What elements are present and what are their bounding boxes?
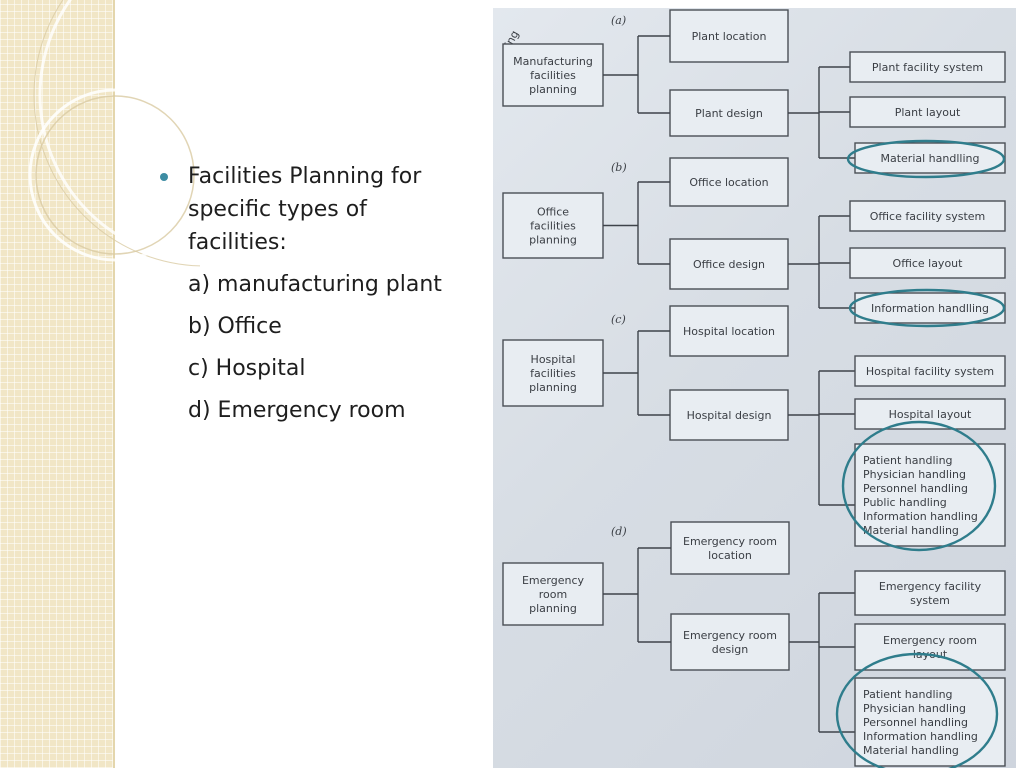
output-box bbox=[854, 623, 1006, 671]
output-box-label: Hospital layout bbox=[889, 408, 972, 421]
highlight-circle bbox=[841, 420, 997, 552]
location-box-label: Hospital location bbox=[683, 325, 775, 338]
output-box bbox=[849, 247, 1006, 279]
decorative-sidebar bbox=[0, 0, 114, 768]
output-box-label: Office facility system bbox=[870, 210, 986, 223]
root-box-label: Office bbox=[537, 206, 569, 219]
output-box-label: Material handling bbox=[863, 524, 959, 537]
location-box bbox=[669, 9, 789, 63]
root-box bbox=[502, 192, 604, 259]
output-box bbox=[854, 570, 1006, 616]
root-box-label: planning bbox=[529, 234, 577, 247]
output-box-label: Plant facility system bbox=[872, 61, 983, 74]
output-box-label: Emergency room bbox=[883, 634, 977, 647]
output-box-label: Information handling bbox=[863, 730, 978, 743]
root-box-label: planning bbox=[529, 381, 577, 394]
location-box-label: location bbox=[708, 549, 752, 562]
section-tag: (a) bbox=[611, 14, 626, 27]
output-box-label: Personnel handling bbox=[863, 482, 968, 495]
root-box bbox=[502, 339, 604, 407]
root-box-label: facilities bbox=[530, 69, 576, 82]
facilities-planning-diagram: Eng(a)ManufacturingfacilitiesplanningPla… bbox=[500, 9, 1006, 768]
section-tag: (d) bbox=[611, 525, 627, 538]
section-tag: (b) bbox=[611, 161, 627, 174]
output-box-label: Patient handling bbox=[863, 454, 953, 467]
output-box-label: Material handlling bbox=[881, 152, 980, 165]
highlight-circle bbox=[848, 288, 1006, 328]
content-text: Facilities Planning for specific types o… bbox=[160, 160, 460, 427]
design-box-label: Emergency room bbox=[683, 629, 777, 642]
output-box bbox=[854, 443, 1006, 547]
output-box-label: Information handling bbox=[863, 510, 978, 523]
location-box bbox=[669, 157, 789, 207]
output-box bbox=[854, 142, 1006, 174]
root-box bbox=[502, 43, 604, 107]
output-box-label: Information handlling bbox=[871, 302, 989, 315]
design-box-label: Hospital design bbox=[687, 409, 772, 422]
output-box-label: Physician handling bbox=[863, 702, 966, 715]
location-box bbox=[670, 521, 790, 575]
location-box-label: Office location bbox=[689, 176, 768, 189]
highlight-circle bbox=[846, 139, 1006, 179]
design-box-label: Plant design bbox=[695, 107, 763, 120]
design-box bbox=[670, 613, 790, 671]
output-box-label: Patient handling bbox=[863, 688, 953, 701]
design-box-label: Office design bbox=[693, 258, 765, 271]
output-box bbox=[849, 200, 1006, 232]
output-box bbox=[849, 51, 1006, 83]
output-box-label: Personnel handling bbox=[863, 716, 968, 729]
sub-list-item: b) Office bbox=[188, 314, 282, 339]
sub-list-item: d) Emergency room bbox=[188, 398, 406, 423]
root-box-label: facilities bbox=[530, 220, 576, 233]
bullet-dot-icon bbox=[160, 173, 168, 181]
location-box-label: Emergency room bbox=[683, 535, 777, 548]
output-box-label: Material handling bbox=[863, 744, 959, 757]
output-box-label: Physician handling bbox=[863, 468, 966, 481]
decorative-rings bbox=[28, 0, 200, 267]
output-box-label: system bbox=[910, 594, 950, 607]
location-box-label: Plant location bbox=[692, 30, 767, 43]
sub-list-item: c) Hospital bbox=[188, 356, 306, 381]
output-box bbox=[854, 355, 1006, 387]
bullet-text: Facilities Planning for specific types o… bbox=[188, 164, 422, 255]
sub-list-item: a) manufacturing plant bbox=[188, 272, 442, 297]
root-box-label: Emergency bbox=[522, 574, 585, 587]
bullet-item: Facilities Planning for specific types o… bbox=[160, 160, 460, 259]
location-box bbox=[669, 305, 789, 357]
design-box bbox=[669, 238, 789, 290]
root-box-label: facilities bbox=[530, 367, 576, 380]
highlight-circle bbox=[835, 652, 999, 768]
output-box-label: Office layout bbox=[893, 257, 964, 270]
output-box-label: Plant layout bbox=[895, 106, 961, 119]
output-box bbox=[854, 398, 1006, 430]
root-box-label: room bbox=[539, 588, 567, 601]
sub-list: a) manufacturing plant b) Office c) Hospit… bbox=[160, 268, 460, 427]
output-box bbox=[849, 96, 1006, 128]
root-box-label: Hospital bbox=[531, 353, 576, 366]
root-box-label: planning bbox=[529, 602, 577, 615]
output-box bbox=[854, 292, 1006, 324]
root-box-label: Manufacturing bbox=[513, 55, 593, 68]
design-box-label: design bbox=[712, 643, 749, 656]
output-box-label: Public handling bbox=[863, 496, 947, 509]
output-box-label: Emergency facility bbox=[879, 580, 982, 593]
sidebar-edge bbox=[113, 0, 115, 768]
root-box-label: planning bbox=[529, 83, 577, 96]
output-box-label: Hospital facility system bbox=[866, 365, 994, 378]
section-tag: (c) bbox=[611, 313, 626, 326]
